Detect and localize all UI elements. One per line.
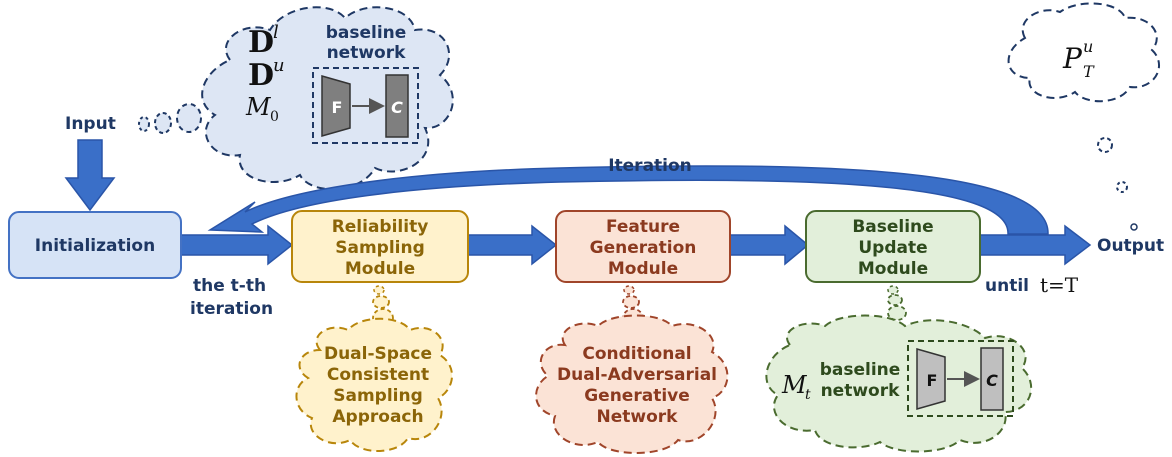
c-label: C bbox=[391, 98, 403, 117]
dual-space-line1: Dual-Space bbox=[324, 344, 432, 364]
t-iteration-label-line2: iteration bbox=[190, 299, 273, 319]
input-label: Input bbox=[65, 114, 116, 134]
until-condition: t=T bbox=[1040, 273, 1079, 297]
iteration-loop-arrow bbox=[207, 165, 1049, 235]
input-thought-bubble bbox=[138, 116, 150, 132]
cdagn-line1: Conditional bbox=[582, 344, 691, 364]
t-iteration-label-line1: the t-th bbox=[193, 276, 266, 296]
update-baseline-line1: baseline bbox=[820, 360, 901, 380]
update-feature-extractor-block bbox=[916, 348, 946, 410]
baseline-update-label-line1: Baseline bbox=[852, 217, 933, 237]
until-label: until bbox=[985, 276, 1029, 296]
initialization-box: Initialization bbox=[8, 211, 182, 279]
input-thought-bubble bbox=[154, 112, 172, 134]
update-f-label: F bbox=[927, 371, 938, 390]
p-superscript: u bbox=[1083, 37, 1093, 56]
f-label: F bbox=[332, 98, 343, 117]
output-cloud: P u T bbox=[1007, 2, 1160, 231]
baseline-label-line1: baseline bbox=[326, 23, 407, 43]
m0-subscript: 0 bbox=[270, 109, 279, 125]
output-label: Output bbox=[1097, 236, 1164, 256]
p-symbol: P bbox=[1062, 42, 1083, 75]
m0-symbol: M bbox=[245, 93, 272, 121]
init-to-reliability-arrow bbox=[180, 224, 294, 266]
baseline-update-label-line2: Update bbox=[858, 238, 927, 258]
feature-to-baseline-arrow bbox=[729, 224, 810, 266]
dual-space-line4: Approach bbox=[332, 407, 423, 427]
input-thought-bubble bbox=[176, 103, 202, 133]
reliability-to-feature-arrow bbox=[467, 224, 558, 266]
feature-generation-module: Feature Generation Module bbox=[555, 210, 731, 283]
p-subscript: T bbox=[1083, 62, 1095, 81]
initialization-label: Initialization bbox=[35, 236, 155, 256]
output-thought-bubble bbox=[1097, 137, 1113, 153]
mt-symbol: M bbox=[781, 371, 808, 399]
dual-space-thought-bubble bbox=[373, 285, 385, 295]
du-symbol: D bbox=[248, 58, 274, 93]
baseline-update-module: Baseline Update Module bbox=[805, 210, 981, 283]
update-c-label: C bbox=[986, 371, 998, 390]
cdagn-line3: Generative bbox=[584, 386, 690, 406]
du-superscript: u bbox=[273, 55, 285, 76]
dl-superscript: l bbox=[273, 22, 279, 43]
update-cloud-shape bbox=[765, 314, 1033, 453]
input-arrow bbox=[64, 139, 116, 212]
reliability-label-line2: Sampling bbox=[335, 238, 425, 258]
cdagn-thought-bubble bbox=[622, 295, 640, 309]
mt-subscript: t bbox=[805, 387, 811, 403]
feature-label-line3: Module bbox=[608, 259, 678, 279]
baseline-network-box bbox=[312, 67, 419, 144]
cdagn-cloud-shape bbox=[535, 314, 729, 454]
feature-extractor-block bbox=[321, 75, 351, 137]
dual-space-cloud-shape bbox=[295, 317, 454, 452]
dual-space-thought-bubble bbox=[372, 295, 390, 309]
cdagn-thought-bubble bbox=[623, 285, 635, 295]
dual-space-line3: Sampling bbox=[333, 386, 423, 406]
cdagn-line2: Dual-Adversarial bbox=[557, 365, 717, 385]
update-thought-bubble bbox=[887, 305, 907, 321]
feature-label-line1: Feature bbox=[606, 217, 680, 237]
update-network-box bbox=[907, 340, 1014, 417]
update-classifier-block bbox=[980, 347, 1004, 411]
reliability-sampling-module: Reliability Sampling Module bbox=[291, 210, 469, 283]
dual-space-line2: Consistent bbox=[327, 365, 429, 385]
feature-label-line2: Generation bbox=[590, 238, 697, 258]
reliability-label-line1: Reliability bbox=[332, 217, 429, 237]
update-thought-bubble bbox=[887, 285, 899, 295]
classifier-block bbox=[385, 74, 409, 138]
baseline-to-output-arrow bbox=[979, 224, 1092, 266]
cdagn-line4: Network bbox=[597, 407, 679, 427]
update-thought-bubble bbox=[887, 294, 903, 306]
update-baseline-line2: network bbox=[821, 381, 901, 401]
output-cloud-shape bbox=[1007, 2, 1160, 103]
dl-symbol: D bbox=[248, 25, 274, 60]
reliability-label-line3: Module bbox=[345, 259, 415, 279]
dual-space-cloud: Dual-Space Consistent Sampling Approach bbox=[295, 285, 454, 452]
output-thought-bubble bbox=[1116, 181, 1128, 193]
iteration-label: Iteration bbox=[608, 156, 692, 176]
input-cloud: D l D u M 0 baseline network F C bbox=[138, 6, 454, 191]
baseline-label-line2: network bbox=[327, 43, 407, 63]
output-thought-bubble bbox=[1130, 223, 1138, 231]
baseline-update-label-line3: Module bbox=[858, 259, 928, 279]
update-cloud: M t baseline network F C bbox=[765, 285, 1033, 453]
cdagn-cloud: Conditional Dual-Adversarial Generative … bbox=[535, 285, 729, 454]
